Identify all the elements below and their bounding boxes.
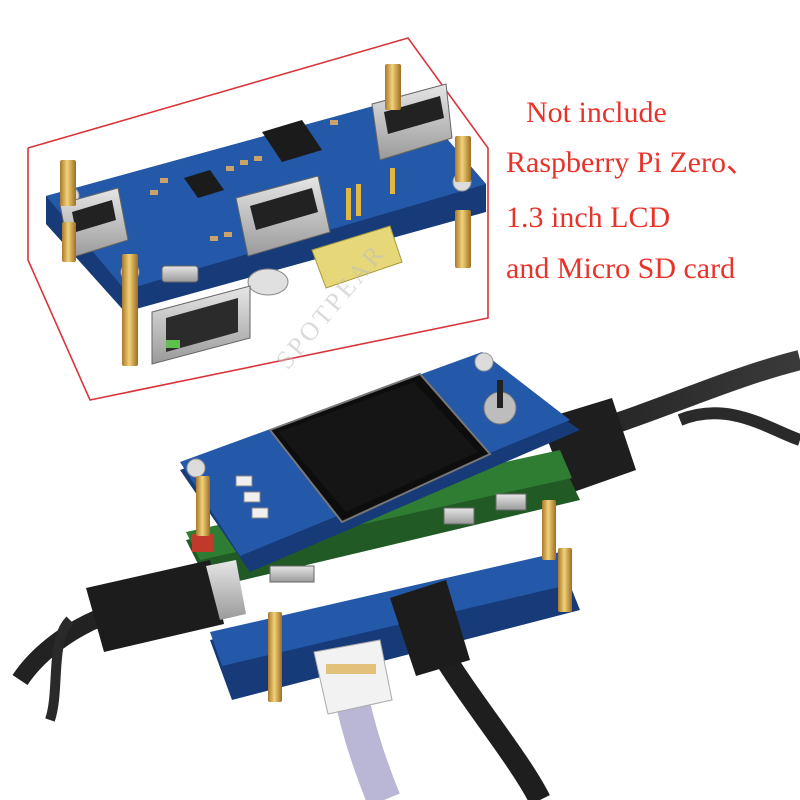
usb-hub-board	[46, 83, 486, 365]
caption-line-2: Raspberry Pi Zero、	[506, 146, 756, 179]
highlight-box	[27, 37, 489, 401]
joystick-icon	[483, 380, 517, 425]
stack-lcd-board	[180, 352, 580, 572]
hub-chip	[184, 120, 322, 198]
stack-hub-board	[210, 552, 580, 700]
usb-cable-left	[12, 560, 246, 722]
lcd-screen	[268, 372, 492, 524]
key-buttons	[235, 475, 269, 519]
usb-cable-right	[540, 350, 800, 494]
ethernet-cable	[313, 639, 400, 800]
micro-usb-cable	[390, 580, 550, 800]
usb-port-center	[235, 175, 331, 257]
standoffs-bottom	[196, 476, 572, 702]
micro-usb-port	[161, 265, 199, 283]
ethernet-port	[151, 285, 251, 365]
standoffs-top	[60, 64, 471, 366]
caption-line-1: Not include	[526, 96, 667, 129]
caption-line-4: and Micro SD card	[506, 252, 736, 285]
caption-line-3: 1.3 inch LCD	[506, 201, 671, 234]
